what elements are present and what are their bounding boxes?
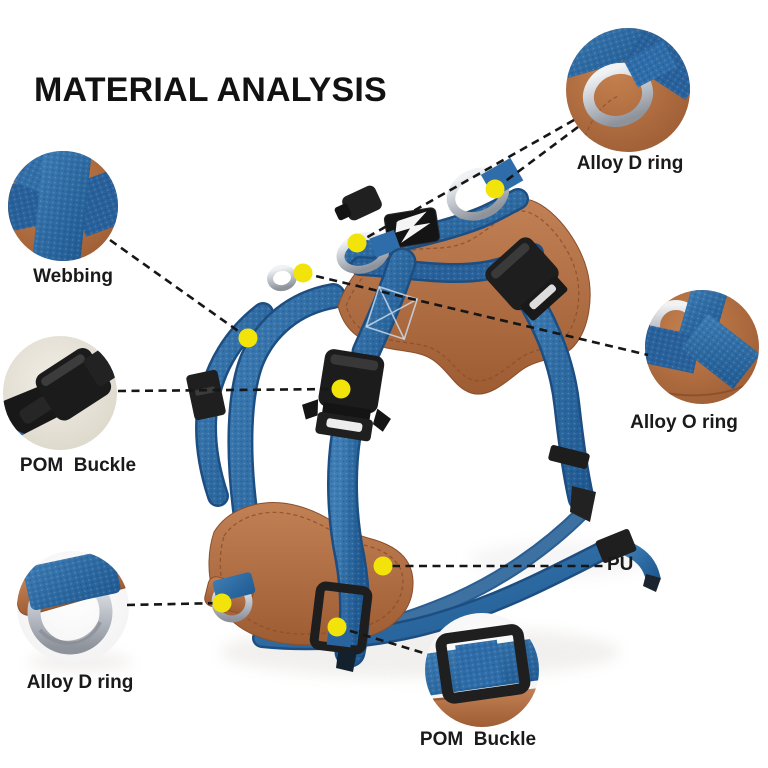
callout-circle-alloy-d-ring-bottom [17,551,129,663]
right-strap [514,282,596,522]
callout-circle-alloy-d-ring-top [566,28,690,152]
strap-adjuster [186,369,226,421]
line-alloy-d-ring-top-2 [356,118,575,245]
callout-dot-d-ring-bottom [212,593,232,613]
label-pom-buckle-left: POM Buckle [19,455,137,476]
label-pom-buckle-bottom: POM Buckle [419,729,537,750]
callout-circle-pom-buckle-bottom [425,613,539,727]
strap-keeper [548,445,590,469]
callout-dots [212,179,505,637]
page-title: MATERIAL ANALYSIS [34,71,387,109]
label-pu: PU [607,554,634,575]
alloy-o-ring-hardware [267,264,297,292]
callout-dot-d-ring-mid [347,233,367,253]
callout-circle-webbing [8,151,118,261]
front-strap-lower [309,420,373,672]
annotation-lines [109,118,649,656]
line-alloy-d-ring-top-1 [494,125,579,191]
line-pom-buckle-left [117,387,342,393]
callout-dot-o-ring [293,263,313,283]
front-strap-upper [351,247,419,367]
pom-buckle-hardware-center [302,349,391,442]
label-alloy-d-ring-top: Alloy D ring [576,153,684,174]
brand-patch [383,207,441,249]
callout-dot-pom-left [331,379,351,399]
callout-dot-d-ring-top [485,179,505,199]
callout-dot-pom-bottom [327,617,347,637]
callout-circle-alloy-o-ring [645,290,759,404]
label-alloy-o-ring: Alloy O ring [630,412,738,433]
line-alloy-o-ring [302,271,649,357]
top-clip [334,185,382,221]
callout-dot-webbing [238,328,258,348]
callout-dot-pu [373,556,393,576]
strap-adjuster [595,529,637,563]
line-webbing [109,238,249,340]
pom-buckle-hardware-right [485,237,568,321]
line-alloy-d-ring-bottom [126,601,223,607]
label-alloy-d-ring-bottom: Alloy D ring [26,672,134,693]
label-webbing: Webbing [33,266,113,287]
line-pom-buckle-bottom [336,625,428,656]
